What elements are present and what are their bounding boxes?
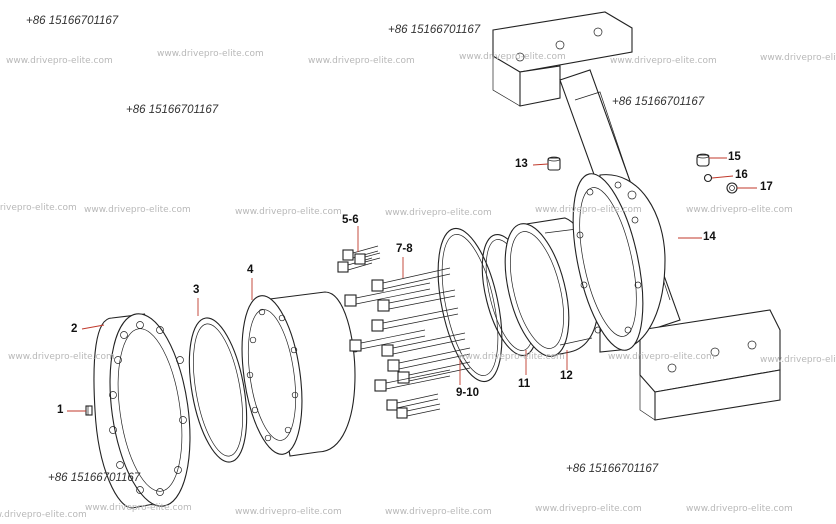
watermark-phone: +86 15166701167 [48, 472, 141, 484]
callout-15: 15 [728, 151, 741, 163]
callout-1: 1 [57, 404, 64, 416]
watermark-site: www.drivepro-elite.com [6, 56, 113, 66]
bolt-cluster [337, 245, 471, 419]
part-14-housing [492, 11, 781, 421]
callout-9-10: 9-10 [456, 387, 480, 399]
watermark-site: www.drivepro-elite.com [308, 56, 415, 66]
watermark-site: www.drivepro-elite.com [84, 205, 191, 215]
part-17-nut [726, 182, 738, 194]
watermark-site: www.drivepro-elite.com [608, 352, 715, 362]
callout-4: 4 [247, 264, 254, 276]
leader-lines [67, 157, 757, 412]
callout-12: 12 [560, 370, 573, 382]
large-gasket [437, 227, 503, 383]
callout-13: 13 [515, 158, 528, 170]
callout-11: 11 [518, 378, 531, 390]
watermark-site: www.drivepro-elite.com [385, 507, 492, 517]
watermark-site: www.drivepro-elite.com [157, 49, 264, 59]
watermark-site: www.drivepro-elite.com [760, 53, 836, 63]
watermark-site: www.drivepro-elite.com [85, 503, 192, 513]
watermark-phone: +86 15166701167 [566, 463, 659, 475]
callout-2: 2 [71, 323, 78, 335]
watermark-site: www.drivepro-elite.com [686, 504, 793, 514]
watermark-site: www.drivepro-elite.com [458, 352, 565, 362]
callout-3: 3 [193, 284, 200, 296]
watermark-phone: +86 15166701167 [126, 104, 219, 116]
part-4-hub [241, 291, 360, 457]
watermark-site: www.drivepro-elite.com [459, 52, 566, 62]
callout-16: 16 [735, 169, 748, 181]
part-16-washer [703, 173, 713, 183]
watermark-site: www.drivepro-elite.com [0, 203, 77, 213]
part-1-bolt [85, 405, 93, 416]
watermark-site: www.drivepro-elite.com [0, 510, 87, 520]
watermark-site: www.drivepro-elite.com [610, 56, 717, 66]
watermark-phone: +86 15166701167 [388, 24, 481, 36]
watermark-site: www.drivepro-elite.com [686, 205, 793, 215]
part-15-fitting [696, 153, 710, 167]
part-2-end-cover [93, 313, 191, 509]
callout-7-8: 7-8 [396, 243, 413, 255]
watermark-site: www.drivepro-elite.com [535, 205, 642, 215]
watermark-site: www.drivepro-elite.com [235, 507, 342, 517]
callout-14: 14 [703, 231, 716, 243]
watermark-site: www.drivepro-elite.com [235, 207, 342, 217]
watermark-site: www.drivepro-elite.com [8, 352, 115, 362]
watermark-phone: +86 15166701167 [612, 96, 705, 108]
watermark-site: www.drivepro-elite.com [385, 208, 492, 218]
part-3-gasket [188, 317, 248, 463]
watermark-phone: +86 15166701167 [26, 15, 119, 27]
callout-17: 17 [760, 181, 773, 193]
callout-5-6: 5-6 [342, 214, 359, 226]
watermark-site: www.drivepro-elite.com [535, 504, 642, 514]
watermark-site: www.drivepro-elite.com [760, 355, 836, 365]
part-13-nut [547, 156, 561, 171]
